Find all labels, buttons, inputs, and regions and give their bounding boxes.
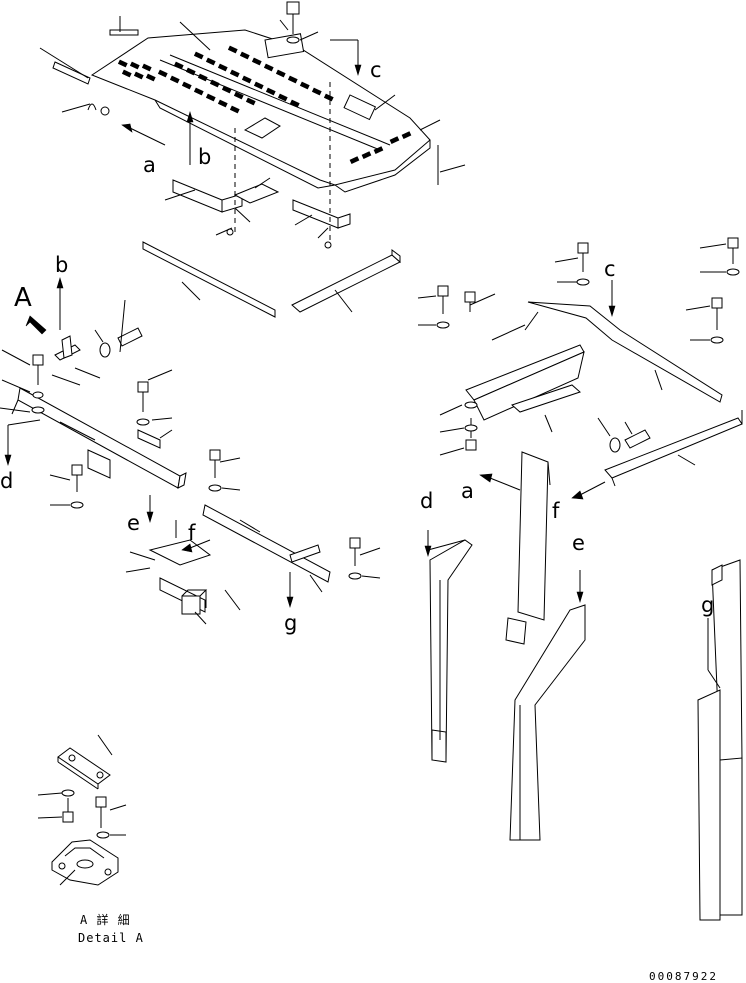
label-a-top: a: [143, 153, 156, 177]
label-e-right: e: [572, 531, 585, 555]
detail-a: [37, 734, 127, 886]
detail-caption-jp: A 詳 細: [80, 912, 131, 927]
detail-caption-en: Detail A: [78, 931, 144, 945]
label-b-top: b: [198, 145, 211, 169]
label-A-left: A: [14, 283, 32, 313]
label-d-left: d: [0, 469, 13, 493]
label-c-right: c: [604, 257, 616, 281]
label-c-top: c: [370, 58, 382, 82]
frame-assembly: [417, 237, 743, 921]
support-beam-assembly: [0, 276, 381, 625]
floor-plate-assembly: [39, 1, 466, 318]
label-d-right: d: [420, 489, 433, 513]
label-e-left: e: [127, 511, 140, 535]
label-b-left: b: [55, 253, 68, 277]
label-a-right: a: [461, 479, 474, 503]
label-f-left: f: [188, 521, 196, 545]
grating-slots: [117, 45, 412, 165]
label-g-left: g: [284, 611, 297, 635]
drawing-code: 00087922: [649, 970, 718, 983]
label-f-right: f: [552, 499, 560, 523]
label-g-right: g: [701, 593, 714, 617]
